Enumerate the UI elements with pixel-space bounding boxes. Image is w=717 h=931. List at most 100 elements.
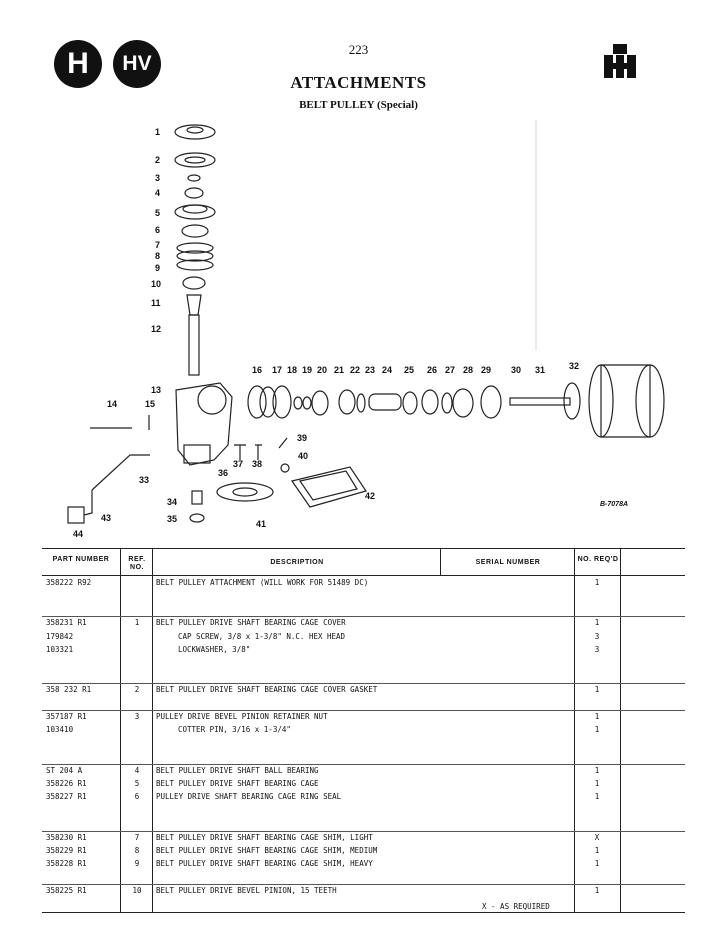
callout-label-42: 42 [365, 491, 375, 501]
quantity-cell: 1 [594, 725, 600, 735]
quantity-cell: 1 [594, 712, 600, 721]
drawn-parts [67, 120, 665, 524]
callout-label-7: 7 [155, 240, 160, 250]
group-divider [42, 830, 685, 832]
part-number-cell: 358225 R1 [46, 886, 87, 896]
col-divider-part [120, 548, 121, 912]
part-number-cell: 358231 R1 [46, 618, 87, 628]
model-badge-hv: HV [113, 40, 161, 88]
ref-number-cell: 1 [134, 618, 140, 628]
description-cell: BELT PULLEY ATTACHMENT (WILL WORK FOR 51… [156, 578, 369, 587]
callout-label-18: 18 [287, 365, 297, 375]
ref-number-cell: 10 [132, 886, 142, 896]
callout-label-6: 6 [155, 225, 160, 235]
footnote-as-required: X - AS REQUIRED [482, 902, 550, 911]
description-cell: BELT PULLEY DRIVE SHAFT BALL BEARING [156, 765, 319, 775]
table-row [42, 591, 685, 604]
callout-label-5: 5 [155, 208, 160, 218]
header-part-number: PART NUMBER [52, 556, 110, 563]
description-cell: BELT PULLEY DRIVE SHAFT BEARING CAGE SHI… [156, 859, 373, 869]
table-row [42, 739, 685, 752]
ih-logo-icon [604, 44, 636, 78]
callout-label-38: 38 [252, 459, 262, 469]
callout-label-12: 12 [151, 324, 161, 334]
table-row: 358228 R1 9 BELT PULLEY DRIVE SHAFT BEARIN… [42, 859, 685, 872]
table-row: 103321 LOCKWASHER, 3/8" 3 [42, 645, 685, 658]
table-top-rule [42, 548, 685, 549]
callout-label-2: 2 [155, 155, 160, 165]
model-badge-h: H [54, 40, 102, 88]
callout-label-40: 40 [298, 451, 308, 461]
callout-label-11: 11 [151, 298, 161, 308]
callout-label-8: 8 [155, 251, 160, 261]
quantity-cell: 1 [594, 618, 600, 628]
description-cell: BELT PULLEY DRIVE SHAFT BEARING CAGE COV… [156, 618, 346, 628]
description-cell: COTTER PIN, 3/16 x 1-3/4" [178, 725, 291, 735]
header-ref-no: REF. NO. [128, 556, 146, 571]
part-number-cell: 358 232 R1 [46, 685, 92, 695]
callout-label-3: 3 [155, 173, 160, 183]
description-cell: BELT PULLEY DRIVE SHAFT BEARING CAGE [156, 779, 319, 788]
callout-label-31: 31 [535, 365, 545, 375]
callout-label-41: 41 [256, 519, 266, 529]
ref-number-cell: 8 [134, 846, 140, 855]
callout-label-39: 39 [297, 433, 307, 443]
header-serial-number: SERIAL NUMBER [475, 559, 541, 566]
group-divider [42, 710, 685, 711]
callout-label-43: 43 [101, 513, 111, 523]
col-divider-desc [440, 548, 441, 575]
quantity-cell: 1 [594, 779, 600, 788]
col-divider-qty [620, 548, 621, 912]
callout-label-19: 19 [302, 365, 312, 375]
table-row: 358229 R1 8 BELT PULLEY DRIVE SHAFT BEARIN… [42, 846, 685, 859]
part-number-cell: 103321 [46, 645, 74, 654]
callout-label-14: 14 [107, 399, 117, 409]
group-divider [42, 884, 685, 886]
callout-label-29: 29 [481, 365, 491, 375]
quantity-cell: 1 [594, 886, 600, 896]
table-bottom-rule [42, 912, 685, 913]
quantity-cell: 1 [594, 792, 600, 802]
part-number-cell: 358222 R92 [46, 578, 92, 587]
table-row: 179842 CAP SCREW, 3/8 x 1-3/8" N.C. HEX H… [42, 632, 685, 645]
part-number-cell: 358230 R1 [46, 832, 87, 842]
callout-label-44: 44 [73, 529, 83, 539]
col-divider-serial [574, 548, 575, 912]
part-number-cell: 179842 [46, 631, 74, 641]
callout-label-35: 35 [167, 514, 177, 524]
group-divider [42, 616, 685, 618]
ref-number-cell: 7 [134, 832, 140, 842]
description-cell: CAP SCREW, 3/8 x 1-3/8" N.C. HEX HEAD [178, 631, 346, 641]
ref-number-cell: 6 [134, 792, 140, 802]
callout-label-36: 36 [218, 468, 228, 478]
callout-label-27: 27 [445, 365, 455, 375]
description-cell: BELT PULLEY DRIVE SHAFT BEARING CAGE COV… [156, 685, 378, 695]
parts-table: PART NUMBER REF. NO. DESCRIPTION SERIAL … [42, 548, 685, 918]
part-number-cell: 358228 R1 [46, 859, 87, 869]
quantity-cell: 3 [594, 631, 600, 641]
quantity-cell: 3 [594, 645, 600, 654]
page-subtitle: BELT PULLEY (Special) [299, 99, 418, 111]
ref-number-cell: 9 [134, 859, 140, 869]
description-cell: LOCKWASHER, 3/8" [178, 645, 251, 654]
ref-number-cell: 4 [134, 765, 140, 775]
description-cell: BELT PULLEY DRIVE SHAFT BEARING CAGE SHI… [156, 846, 378, 855]
part-number-cell: 358229 R1 [46, 846, 87, 855]
callout-label-13: 13 [151, 385, 161, 395]
page-title: ATTACHMENTS [290, 73, 427, 92]
quantity-cell: 1 [594, 765, 600, 775]
callout-label-17: 17 [272, 365, 282, 375]
callout-label-10: 10 [151, 279, 161, 289]
table-row: 358231 R1 1 BELT PULLEY DRIVE SHAFT BEARIN… [42, 618, 685, 631]
part-number-cell: 358226 R1 [46, 779, 87, 788]
callout-label-15: 15 [145, 399, 155, 409]
group-divider [42, 683, 685, 685]
